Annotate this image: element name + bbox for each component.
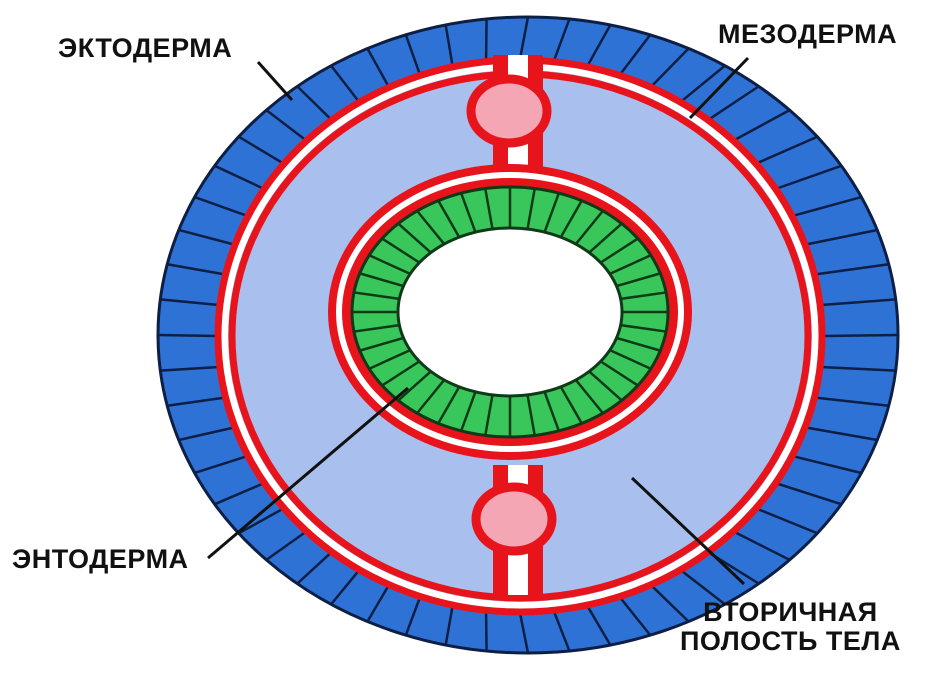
mesoderm-label: МЕЗОДЕРМА — [718, 20, 897, 49]
endoderm-label: ЭНТОДЕРМА — [12, 545, 189, 574]
gut-lumen — [398, 228, 622, 396]
ectoderm-cell-boundary — [158, 335, 217, 336]
dorsal-blood-vessel — [471, 79, 547, 143]
ectoderm-cell-boundary — [823, 335, 898, 336]
ventral-blood-vessel — [476, 487, 552, 551]
pointer-ectoderm — [258, 62, 292, 100]
secondary-body-cavity-label: ВТОРИЧНАЯ ПОЛОСТЬ ТЕЛА — [680, 598, 901, 656]
secondary-body-cavity-label-line1: ВТОРИЧНАЯ — [680, 598, 901, 627]
endoderm-layer — [352, 187, 668, 437]
ectoderm-label: ЭКТОДЕРМА — [58, 34, 232, 63]
secondary-body-cavity-label-line2: ПОЛОСТЬ ТЕЛА — [680, 627, 901, 656]
